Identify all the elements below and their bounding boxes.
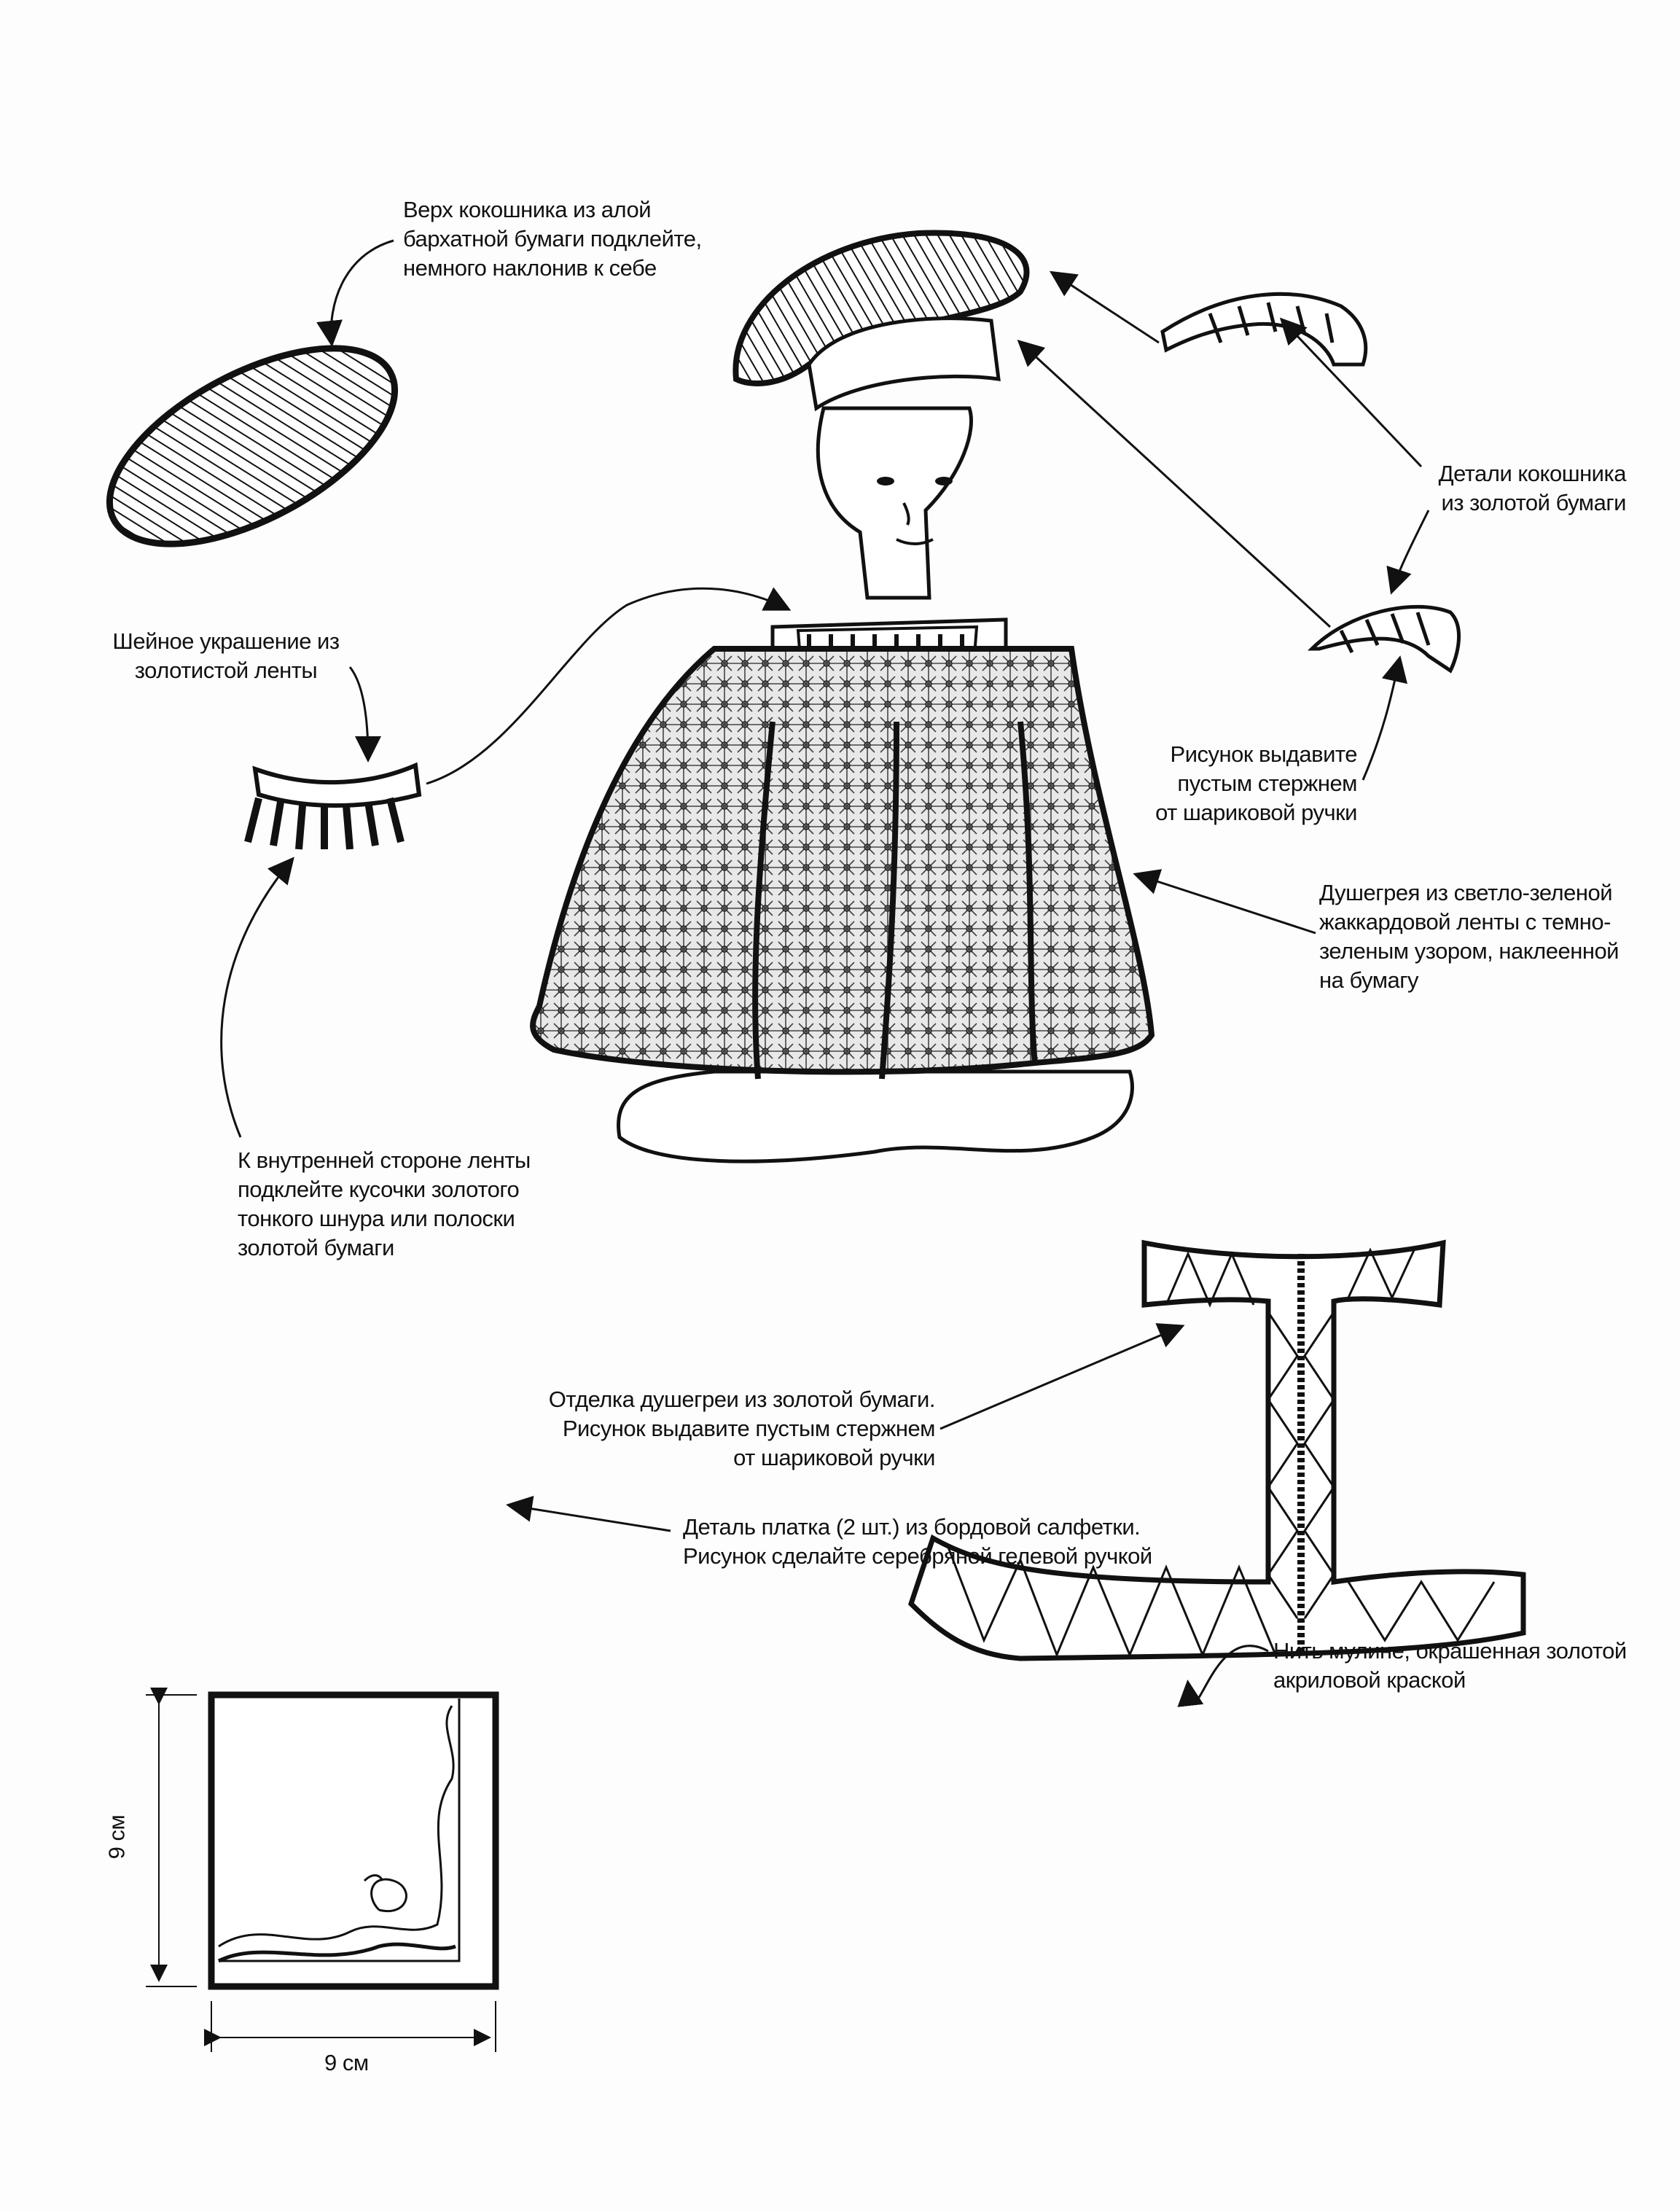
arrow-kokoshnik-details-up [1279, 317, 1423, 468]
dimension-height: 9 см [103, 1814, 130, 1860]
label-line: бархатной бумаги подклейте, [403, 226, 702, 251]
label-line: подклейте кусочки золотого [238, 1177, 520, 1202]
dimension-width: 9 см [324, 2050, 369, 2075]
label-emboss-pattern: Рисунок выдавите пустым стержнем от шари… [1155, 740, 1357, 827]
arrow-trim [939, 1323, 1185, 1430]
label-line: Деталь платка (2 шт.) из бордовой салфет… [683, 1514, 1141, 1540]
arrow-to-kokoshnik-1 [1049, 270, 1160, 344]
arrow-emboss [1361, 655, 1408, 781]
label-line: золотистой ленты [134, 658, 318, 683]
kerchief-detail-shape [208, 1691, 499, 1990]
label-line: акриловой краской [1273, 1667, 1466, 1693]
arrow-kerchief [506, 1495, 671, 1532]
dushegreya-trim-shape [907, 1239, 1526, 1661]
arrow-to-kokoshnik-2 [1017, 339, 1332, 628]
label-dushegreya: Душегрея из светло-зеленой жаккардовой л… [1319, 878, 1620, 995]
label-line: Нить мулине, окрашенная золотой [1273, 1638, 1627, 1664]
label-kokoshnik-top: Верх кокошника из алой бархатной бумаги … [403, 195, 702, 283]
arrow-dushegreya [1133, 869, 1316, 935]
arrow-kokoshnik-top [316, 239, 394, 347]
label-line: Отделка душегреи из золотой бумаги. [548, 1387, 936, 1412]
dimension-lines [146, 1688, 496, 2052]
label-kokoshnik-details: Детали кокошника из золотой бумаги [1438, 459, 1627, 518]
kokoshnik-gold-detail-bottom [1307, 604, 1461, 674]
label-thread: Нить мулине, окрашенная золотой акрилово… [1273, 1637, 1627, 1695]
label-line: Душегрея из светло-зеленой [1319, 880, 1613, 905]
label-trim: Отделка душегреи из золотой бумаги. Рису… [548, 1385, 936, 1473]
arrow-inner-side [220, 857, 294, 1138]
label-line: жаккардовой ленты с темно- [1319, 909, 1611, 935]
label-line: на бумагу [1319, 967, 1419, 993]
label-line: Шейное украшение из [112, 628, 340, 654]
label-line: К внутренней стороне ленты [238, 1147, 531, 1173]
label-neck-decoration: Шейное украшение из золотистой ленты [102, 627, 350, 685]
arrow-neck-label [348, 666, 381, 763]
label-line: Верх кокошника из алой [403, 197, 652, 222]
label-line: Детали кокошника [1438, 461, 1627, 486]
arrow-neck-to-figure [426, 587, 792, 785]
label-inner-side: К внутренней стороне ленты подклейте кус… [238, 1146, 531, 1263]
label-line: золотой бумаги [238, 1235, 394, 1260]
neck-decoration-shape [244, 762, 422, 850]
label-line: тонкого шнура или полоски [238, 1206, 515, 1231]
label-line: зеленым узором, наклеенной [1319, 938, 1620, 964]
label-line: пустым стержнем [1177, 771, 1357, 796]
arrow-thread [1177, 1645, 1269, 1707]
kokoshnik-top-shape [106, 345, 399, 547]
doll-figure [530, 230, 1155, 1163]
label-line: немного наклонив к себе [403, 255, 657, 281]
kokoshnik-gold-detail-top [1160, 292, 1368, 367]
label-line: Рисунок сделайте серебряной гелевой ручк… [683, 1543, 1152, 1569]
arrow-kokoshnik-details-down [1386, 510, 1430, 595]
label-line: Рисунок выдавите [1170, 741, 1358, 767]
label-line: от шариковой ручки [1155, 800, 1357, 825]
label-line: от шариковой ручки [733, 1445, 935, 1470]
label-kerchief: Деталь платка (2 шт.) из бордовой салфет… [683, 1513, 1152, 1571]
label-line: из золотой бумаги [1441, 490, 1627, 515]
label-line: Рисунок выдавите пустым стержнем [562, 1416, 936, 1441]
